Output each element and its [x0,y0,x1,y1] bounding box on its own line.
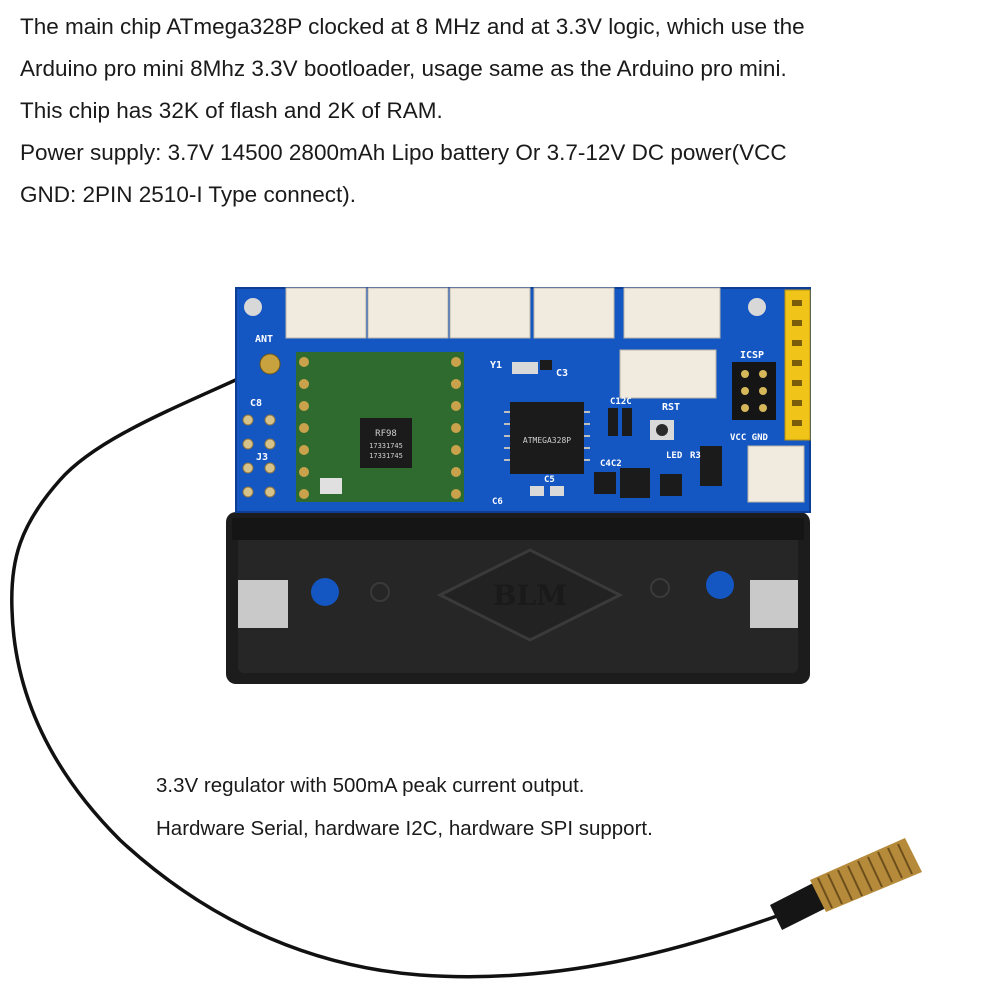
description-line-3: This chip has 32K of flash and 2K of RAM… [20,98,443,123]
holder-logo-text: BLM [493,579,567,612]
ant-label: ANT [255,334,273,345]
description-line-2: Arduino pro mini 8Mhz 3.3V bootloader, u… [20,56,787,81]
c5-label: C5 [544,475,555,485]
j3-label: J3 [256,452,268,463]
bottom-description: 3.3V regulator with 500mA peak current o… [156,764,856,850]
c6-label: C6 [492,497,503,507]
rf-chip-line-3: 17331745 [369,452,403,460]
description-line-1: The main chip ATmega328P clocked at 8 MH… [20,14,805,39]
mount-hole-left [311,578,339,606]
description-line-6: 3.3V regulator with 500mA peak current o… [156,774,585,797]
mcu-chip: ATMEGA328P [504,402,590,474]
rf-chip-line-2: 17331745 [369,442,403,450]
mount-hole-right [706,571,734,599]
pcb-board: ICSP J3 ANT C8 RF98 1733174 [235,287,811,513]
y1-label: Y1 [490,360,502,371]
top-connectors [285,287,721,399]
icsp-label: ICSP [740,350,764,361]
antenna-tip [770,838,922,930]
rf-chip-line-1: RF98 [375,429,397,439]
rf-module: RF98 17331745 17331745 [296,352,464,502]
vcc-gnd-label: VCC GND [730,433,769,443]
mcu-label: ATMEGA328P [523,436,571,445]
c4c2-label: C4C2 [600,459,622,469]
led-label: LED [666,451,683,461]
ufl-connector [259,353,281,375]
smd-components [512,360,722,498]
antenna-wire [10,376,781,979]
j3-header: J3 [242,414,276,498]
description-line-5: GND: 2PIN 2510-I Type connect). [20,182,356,207]
c3-label: C3 [556,368,568,379]
power-connector [747,445,805,503]
minus-mark-icon [650,578,670,598]
c8-label: C8 [250,398,262,409]
logo-diamond [436,548,624,642]
rf-chip [360,418,412,468]
r3-label: R3 [690,451,701,461]
rst-label: RST [662,402,680,413]
c12c-label: C12C [610,397,632,407]
pin-header [784,289,811,441]
top-description: The main chip ATmega328P clocked at 8 MH… [20,6,990,216]
battery-contact-right [750,580,798,628]
description-line-4: Power supply: 3.7V 14500 2800mAh Lipo ba… [20,140,787,165]
icsp-header: ICSP [732,350,776,420]
battery-holder: BLM [226,512,810,684]
antenna-spring [810,838,922,912]
plus-mark-icon [370,582,390,602]
description-line-7: Hardware Serial, hardware I2C, hardware … [156,817,653,840]
battery-contact-left [238,580,288,628]
